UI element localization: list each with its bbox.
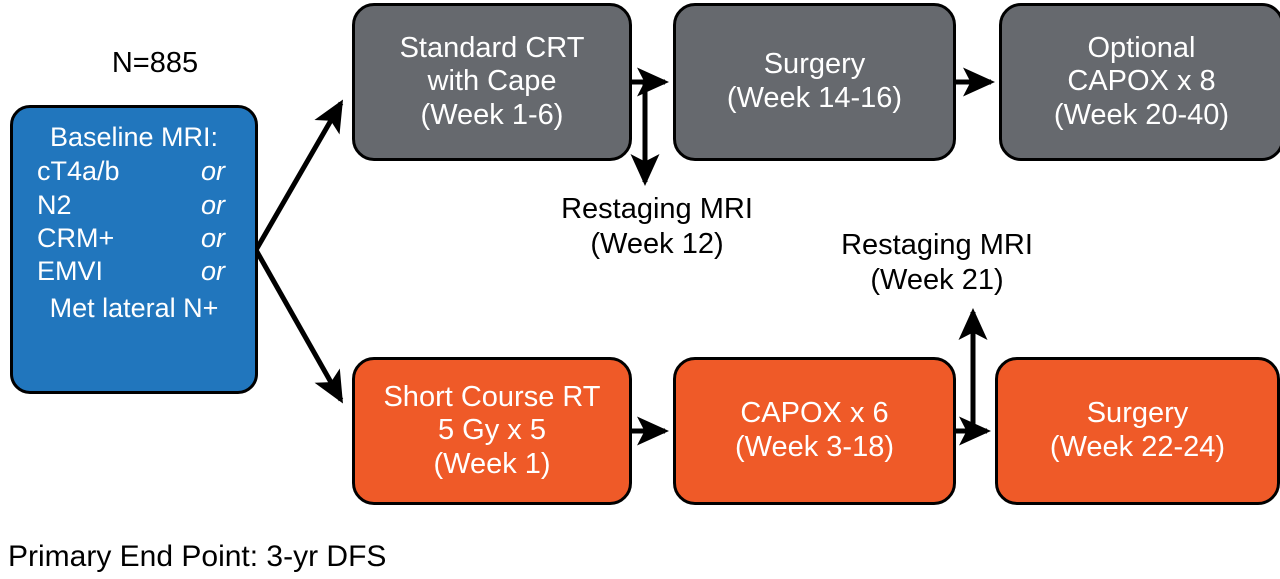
criterion-connector: or xyxy=(200,222,225,253)
eligibility-criterion-row: N2 or xyxy=(13,190,255,221)
criterion-label: EMVI xyxy=(37,256,104,287)
criterion-connector: or xyxy=(200,189,225,220)
step-line: Short Course RT xyxy=(383,380,601,413)
step-line: with Cape xyxy=(427,65,557,98)
restaging-mri-week-21-label: Restaging MRI (Week 21) xyxy=(808,228,1066,298)
step-line: (Week 20-40) xyxy=(1053,98,1230,131)
step-line: Optional xyxy=(1087,31,1196,64)
criterion-connector: or xyxy=(200,256,225,287)
assessment-line: (Week 21) xyxy=(870,263,1004,296)
standard-arm-step-chemoradiation: Standard CRT with Cape (Week 1-6) xyxy=(352,3,632,161)
enrollment-label: N=885 xyxy=(111,47,199,79)
step-line: 5 Gy x 5 xyxy=(438,414,546,447)
restaging-mri-week-12-label: Restaging MRI (Week 12) xyxy=(528,192,786,262)
arrow-randomize-to-standard xyxy=(253,99,344,252)
step-line: Surgery xyxy=(1086,397,1189,430)
step-line: Surgery xyxy=(763,48,866,81)
criterion-label: Met lateral N+ xyxy=(49,292,219,323)
assessment-line: Restaging MRI xyxy=(561,193,753,225)
step-line: CAPOX x 6 xyxy=(740,397,889,430)
eligibility-criterion-row: EMVI or xyxy=(13,256,255,287)
step-line: (Week 1) xyxy=(433,447,551,480)
assessment-line: Restaging MRI xyxy=(841,229,1033,261)
eligibility-criterion-row: cT4a/b or xyxy=(13,156,255,187)
step-line: Standard CRT xyxy=(399,31,585,64)
criterion-label: cT4a/b xyxy=(37,156,120,187)
experimental-arm-step-capox: CAPOX x 6 (Week 3-18) xyxy=(673,357,956,505)
step-line: (Week 3-18) xyxy=(734,431,895,463)
step-line: (Week 14-16) xyxy=(726,82,903,114)
step-line: CAPOX x 8 xyxy=(1067,65,1216,98)
primary-endpoint-label: Primary End Point: 3-yr DFS xyxy=(8,540,387,573)
eligibility-criterion-row: CRM+ or xyxy=(13,223,255,254)
arrow-randomize-to-experimental xyxy=(253,248,344,404)
eligibility-header: Baseline MRI: xyxy=(49,122,219,152)
experimental-arm-step-surgery: Surgery (Week 22-24) xyxy=(995,357,1280,505)
standard-arm-step-optional-capox: Optional CAPOX x 8 (Week 20-40) xyxy=(999,3,1280,161)
experimental-arm-step-short-course-rt: Short Course RT 5 Gy x 5 (Week 1) xyxy=(352,357,632,505)
criterion-label: N2 xyxy=(37,189,72,220)
criterion-connector: or xyxy=(200,156,225,187)
standard-arm-step-surgery: Surgery (Week 14-16) xyxy=(673,3,956,161)
step-line: (Week 22-24) xyxy=(1049,431,1226,463)
assessment-line: (Week 12) xyxy=(590,227,724,260)
step-line: (Week 1-6) xyxy=(420,98,564,131)
criterion-label: CRM+ xyxy=(37,222,115,253)
eligibility-criteria-box: Baseline MRI: cT4a/b or N2 or CRM+ or EM… xyxy=(10,105,258,394)
